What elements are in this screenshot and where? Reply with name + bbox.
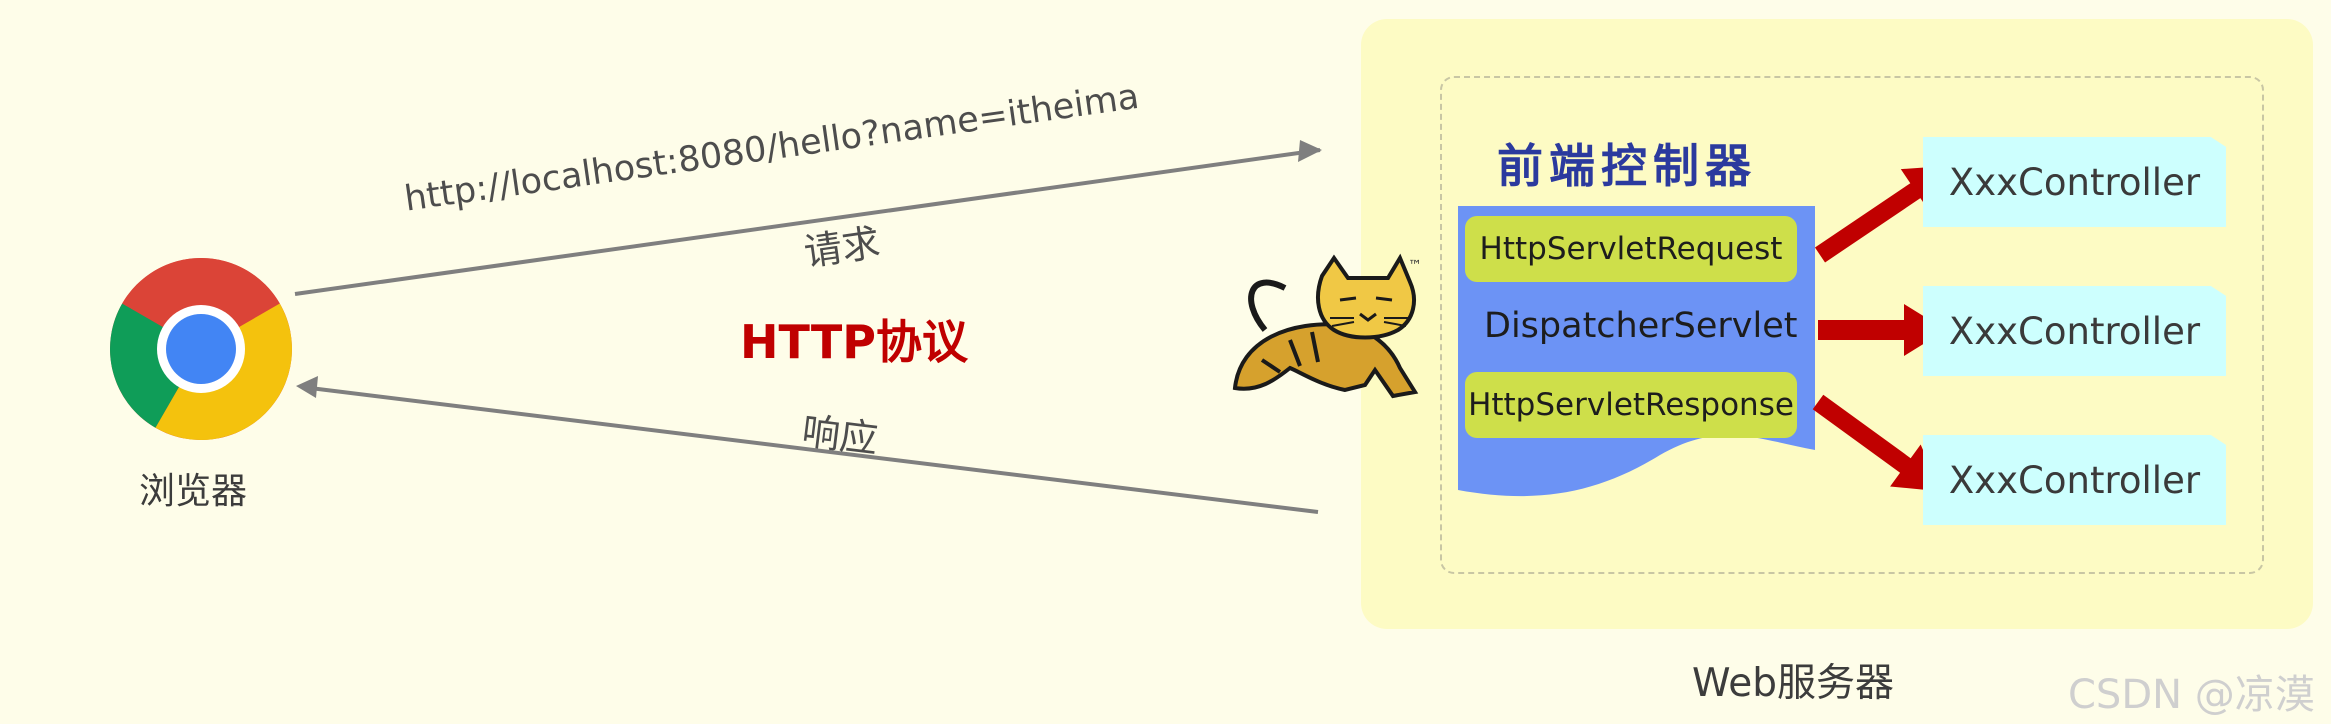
http-servlet-response-pill: HttpServletResponse — [1465, 372, 1797, 438]
web-server-label: Web服务器 — [1692, 661, 1895, 706]
response-arrow-head — [296, 376, 318, 398]
browser-label: 浏览器 — [139, 471, 248, 512]
front-controller-container — [1440, 76, 2264, 574]
response-label: 响应 — [799, 408, 881, 462]
request-label: 请求 — [801, 220, 883, 275]
http-servlet-request-pill: HttpServletRequest — [1465, 216, 1797, 282]
xxx-controller-3: XxxController — [1923, 435, 2226, 525]
http-protocol-label: HTTP协议 — [740, 315, 969, 369]
csdn-watermark: CSDN @凉漠 — [2068, 672, 2315, 718]
red-arrow-bottom — [1812, 394, 1941, 492]
request-arrow-head — [1298, 140, 1322, 162]
xxx-controller-2: XxxController — [1923, 286, 2226, 376]
red-arrow-middle — [1818, 304, 1946, 356]
xxx-controller-1: XxxController — [1923, 137, 2226, 227]
front-controller-title: 前端控制器 — [1497, 139, 1757, 193]
chrome-logo-icon — [110, 258, 292, 440]
response-arrow — [301, 385, 1319, 514]
dispatcher-servlet-label: DispatcherServlet — [1484, 306, 1798, 346]
request-arrow — [294, 148, 1321, 296]
tomcat-trademark: ™ — [1408, 258, 1422, 274]
tomcat-cat-icon — [1232, 253, 1419, 399]
red-arrow-top — [1814, 165, 1953, 263]
